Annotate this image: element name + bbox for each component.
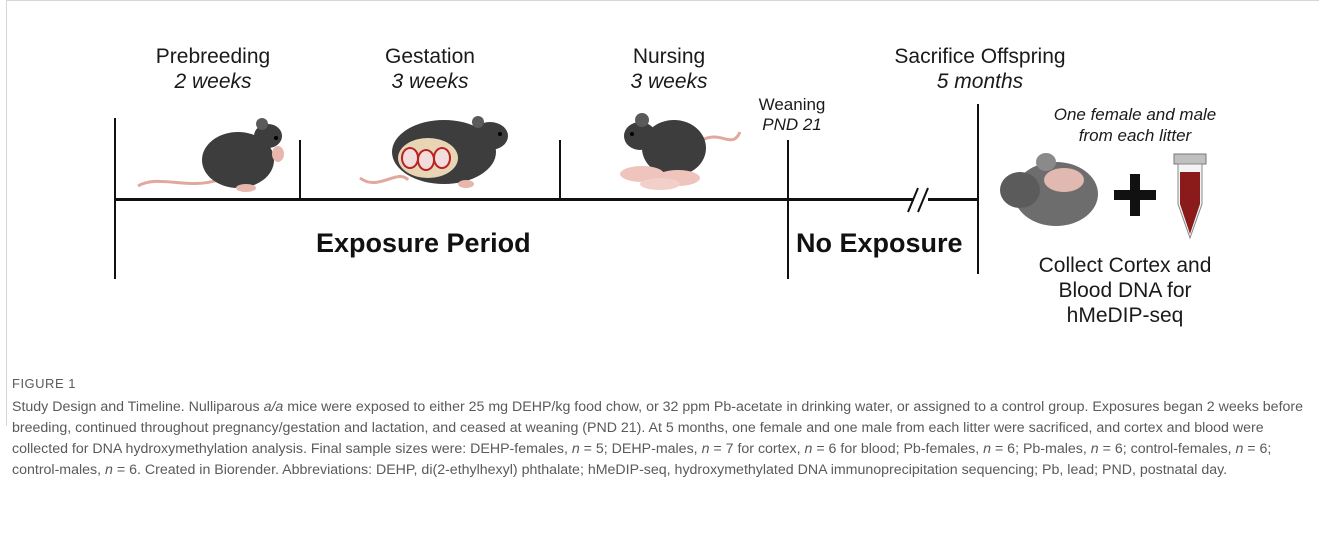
mouse-icon bbox=[128, 114, 298, 196]
stage-sacrifice: Sacrifice Offspring 5 months bbox=[860, 44, 1100, 94]
caption-part-italic: n bbox=[572, 441, 580, 457]
caption-part: = 7 for cortex, bbox=[709, 441, 804, 457]
timeline-tick-nursing bbox=[559, 140, 561, 200]
caption-part-italic: n bbox=[105, 462, 113, 478]
stage-nursing: Nursing 3 weeks bbox=[589, 44, 749, 94]
mouse-head-icon bbox=[1000, 150, 1100, 230]
caption-part-italic: n bbox=[983, 441, 991, 457]
figure-label: FIGURE 1 bbox=[12, 376, 1307, 391]
stage-duration: 5 months bbox=[860, 69, 1100, 94]
stage-name: Nursing bbox=[633, 45, 705, 68]
pregnant-mouse-icon bbox=[358, 108, 538, 198]
timeline-tick-weaning bbox=[787, 140, 789, 279]
caption-part-italic: n bbox=[1091, 441, 1099, 457]
caption-part: = 6; control-females, bbox=[1099, 441, 1236, 457]
timeline-figure: Prebreeding 2 weeks Gestation 3 weeks Nu… bbox=[0, 0, 1319, 330]
caption-part-italic: a/a bbox=[264, 399, 284, 415]
collection-line1: Collect Cortex and bbox=[1039, 254, 1212, 277]
caption-text: Study Design and Timeline. Nulliparous a… bbox=[12, 397, 1307, 481]
blood-tube-icon bbox=[1172, 152, 1208, 242]
nursing-mouse-icon bbox=[612, 110, 742, 190]
stage-duration: 3 weeks bbox=[350, 69, 510, 94]
caption-part: = 6; Pb-males, bbox=[991, 441, 1091, 457]
timeline-axis bbox=[114, 198, 914, 201]
timeline-tick-sacrifice bbox=[977, 104, 979, 274]
collection-label: Collect Cortex and Blood DNA for hMeDIP-… bbox=[1010, 253, 1240, 328]
timeline-tick-gestation bbox=[299, 140, 301, 200]
stage-name: Prebreeding bbox=[156, 45, 270, 68]
collection-note: One female and male from each litter bbox=[1020, 104, 1250, 146]
figure-caption: FIGURE 1 Study Design and Timeline. Null… bbox=[12, 376, 1307, 481]
stage-prebreeding: Prebreeding 2 weeks bbox=[133, 44, 293, 94]
plus-icon bbox=[1112, 172, 1158, 218]
caption-part: = 6 for blood; Pb-females, bbox=[812, 441, 983, 457]
stage-name: Sacrifice Offspring bbox=[894, 45, 1065, 68]
exposure-period-label: Exposure Period bbox=[316, 228, 531, 259]
stage-duration: 3 weeks bbox=[589, 69, 749, 94]
stage-gestation: Gestation 3 weeks bbox=[350, 44, 510, 94]
no-exposure-label: No Exposure bbox=[796, 228, 963, 259]
collection-line2: Blood DNA for bbox=[1058, 279, 1191, 302]
collection-line3: hMeDIP-seq bbox=[1067, 304, 1184, 327]
collection-note-line1: One female and male bbox=[1054, 105, 1217, 124]
collection-note-line2: from each litter bbox=[1079, 126, 1191, 145]
caption-part: = 6. Created in Biorender. Abbreviations… bbox=[113, 462, 1227, 478]
caption-part: = 5; DEHP-males, bbox=[580, 441, 702, 457]
caption-part: Study Design and Timeline. Nulliparous bbox=[12, 399, 264, 415]
weaning-name: Weaning bbox=[759, 95, 826, 114]
weaning-day: PND 21 bbox=[747, 115, 837, 135]
stage-duration: 2 weeks bbox=[133, 69, 293, 94]
timeline-axis-end bbox=[928, 198, 979, 201]
weaning-label: Weaning PND 21 bbox=[747, 95, 837, 135]
stage-name: Gestation bbox=[385, 45, 475, 68]
axis-break-icon bbox=[905, 186, 935, 214]
